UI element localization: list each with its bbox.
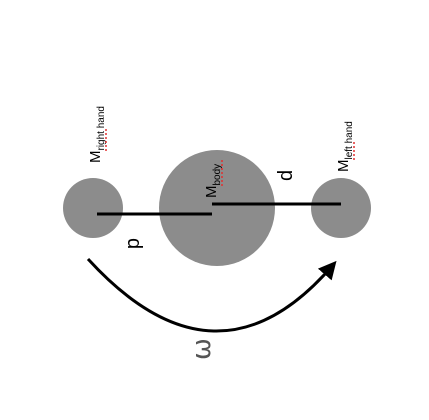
body-mass bbox=[159, 150, 275, 266]
left-hand-label: Mleft hand bbox=[335, 121, 355, 172]
left-hand-mass bbox=[311, 178, 371, 238]
body-label: Mbody bbox=[203, 158, 223, 198]
right-hand-label-base: M bbox=[87, 151, 104, 164]
left-distance-label: d bbox=[123, 238, 145, 249]
svg-text:Mleft hand: Mleft hand bbox=[335, 121, 355, 172]
svg-text:Mbody: Mbody bbox=[203, 164, 223, 198]
right-hand-label: Mright hand bbox=[87, 106, 107, 163]
right-hand-label-sub: right hand bbox=[96, 106, 107, 150]
svg-text:Mright hand: Mright hand bbox=[87, 106, 107, 163]
rotation-arrow bbox=[86, 257, 337, 333]
right-hand-mass bbox=[63, 178, 123, 238]
body-label-base: M bbox=[203, 186, 220, 199]
angular-velocity-label: ω bbox=[187, 338, 217, 360]
body-label-sub: body bbox=[212, 164, 223, 186]
left-hand-label-sub: left hand bbox=[344, 121, 355, 159]
left-hand-label-base: M bbox=[335, 160, 352, 173]
right-distance-label: d bbox=[275, 170, 297, 181]
